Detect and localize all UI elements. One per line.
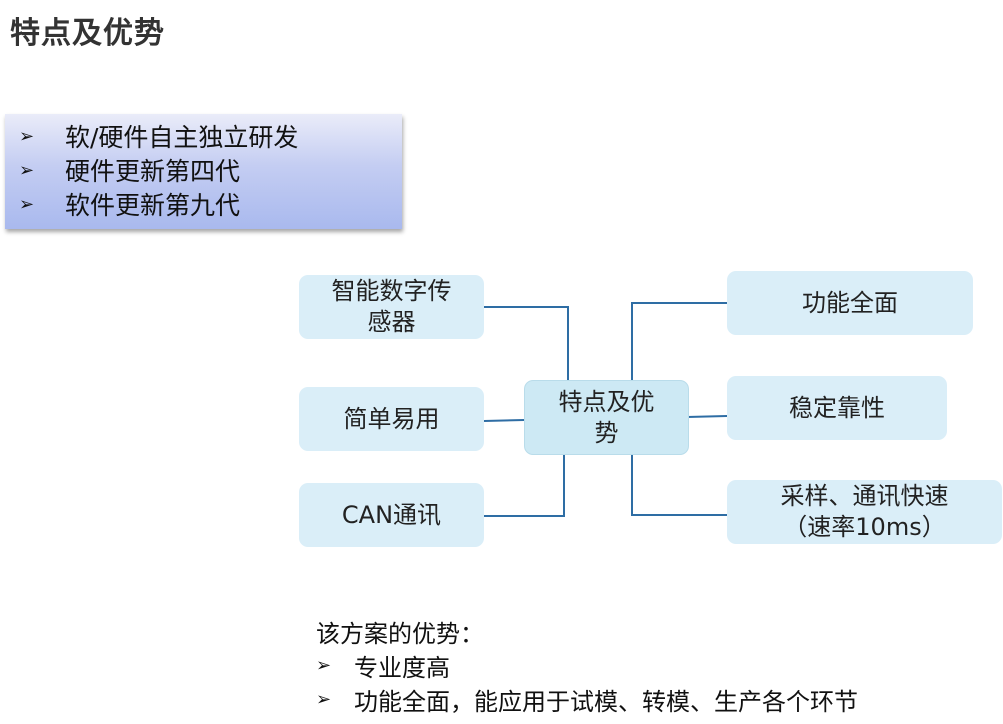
- advantage-text: 专业度高: [354, 653, 450, 682]
- advantage-item: ➢ 功能全面，能应用于试模、转模、生产各个环节: [316, 682, 858, 716]
- node-text-line: CAN通讯: [341, 500, 442, 529]
- node-center-features: 特点及优 势: [524, 380, 689, 455]
- advantage-item: ➢ 专业度高: [316, 648, 858, 682]
- arrow-bullet-icon: ➢: [19, 159, 35, 181]
- page-title: 特点及优势: [10, 16, 165, 51]
- connector-sensor: [484, 306, 569, 380]
- arrow-bullet-icon: ➢: [19, 193, 35, 215]
- node-full-function: 功能全面: [727, 271, 973, 335]
- node-smart-sensor: 智能数字传 感器: [299, 275, 484, 339]
- feature-list: ➢ 软/硬件自主独立研发 ➢ 硬件更新第四代 ➢ 软件更新第九代: [19, 119, 298, 221]
- connector-stable: [686, 415, 728, 418]
- advantage-text: 功能全面，能应用于试模、转模、生产各个环节: [354, 687, 858, 716]
- feature-summary-box: ➢ 软/硬件自主独立研发 ➢ 硬件更新第四代 ➢ 软件更新第九代: [5, 114, 402, 229]
- feature-item: ➢ 硬件更新第四代: [19, 153, 298, 187]
- advantages-section: 该方案的优势： ➢ 专业度高 ➢ 功能全面，能应用于试模、转模、生产各个环节: [316, 614, 858, 716]
- node-text-line: 智能数字传: [331, 277, 452, 305]
- node-text-line: 采样、通讯快速: [780, 482, 949, 510]
- node-text-line: 稳定靠性: [789, 393, 885, 422]
- connector-sampling: [631, 453, 727, 516]
- arrow-bullet-icon: ➢: [316, 654, 332, 676]
- node-text-line: （速率10ms）: [783, 513, 946, 541]
- node-text-line: 感器: [367, 308, 416, 336]
- node-text-line: 功能全面: [802, 288, 898, 317]
- node-can-communication: CAN通讯: [299, 483, 484, 547]
- feature-text: 硬件更新第四代: [65, 157, 241, 186]
- feature-text: 软/硬件自主独立研发: [65, 123, 299, 152]
- feature-text: 软件更新第九代: [65, 191, 241, 220]
- arrow-bullet-icon: ➢: [19, 125, 35, 147]
- feature-item: ➢ 软/硬件自主独立研发: [19, 119, 298, 153]
- arrow-bullet-icon: ➢: [316, 688, 332, 710]
- connector-can: [484, 453, 565, 517]
- node-text-line: 简单易用: [343, 404, 440, 433]
- node-text-line: 特点及优: [558, 387, 655, 416]
- node-text-line: 势: [594, 418, 619, 447]
- connector-easy: [483, 419, 525, 422]
- node-fast-sampling: 采样、通讯快速 （速率10ms）: [727, 480, 1002, 544]
- node-easy-to-use: 简单易用: [299, 387, 484, 451]
- feature-item: ➢ 软件更新第九代: [19, 187, 298, 221]
- connector-function: [631, 302, 727, 380]
- advantages-heading: 该方案的优势：: [316, 619, 484, 648]
- node-stable-reliable: 稳定靠性: [727, 376, 947, 440]
